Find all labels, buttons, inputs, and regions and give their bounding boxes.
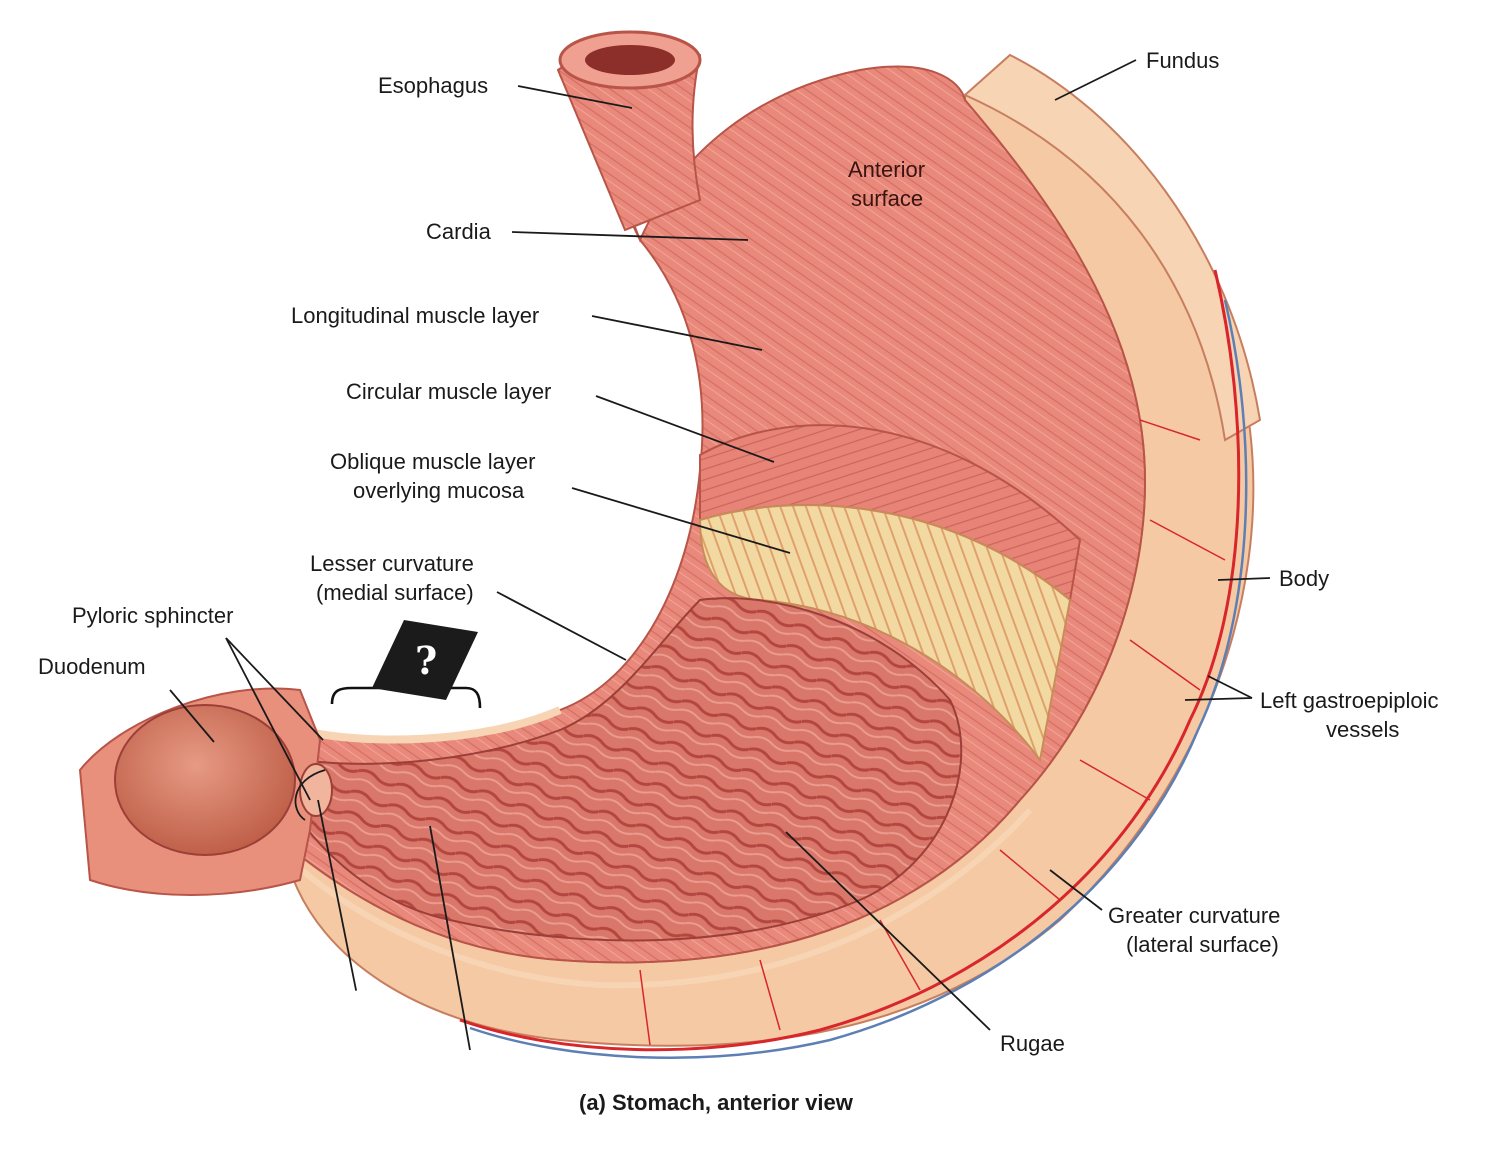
label-duodenum: Duodenum — [38, 654, 146, 679]
leader-duodenum — [169, 689, 215, 743]
vessel-blue — [469, 299, 1248, 1059]
leader-circular — [595, 395, 775, 463]
label-greater-2: (lateral surface) — [1126, 932, 1279, 957]
figure-caption: (a) Stomach, anterior view — [579, 1090, 854, 1115]
label-left-gastro-1: Left gastroepiploic — [1260, 688, 1439, 713]
label-pyloric-sphincter: Pyloric sphincter — [72, 603, 233, 628]
leader-rugae — [785, 831, 991, 1031]
stomach-wall — [277, 30, 1262, 1047]
leader-pyloric-a — [225, 637, 324, 741]
fundus-serosa-flap — [963, 53, 1262, 442]
hidden-label-marker: ? — [372, 620, 478, 700]
masked-label-pylorus — [320, 990, 410, 1060]
label-lesser-1: Lesser curvature — [310, 551, 474, 576]
label-rugae: Rugae — [1000, 1031, 1065, 1056]
oblique-muscle-window — [698, 504, 1072, 763]
label-fundus: Fundus — [1146, 48, 1219, 73]
leader-esophagus — [517, 85, 633, 109]
masked-label-areas — [320, 990, 535, 1126]
leader-oblique — [571, 487, 791, 554]
pylorus-curved-arrow — [294, 769, 326, 821]
esophagus-lumen — [585, 45, 675, 75]
mucosa-rugae — [299, 597, 963, 942]
label-esophagus: Esophagus — [378, 73, 488, 98]
leader-body — [1217, 577, 1271, 581]
label-left-gastro-2: vessels — [1326, 717, 1399, 742]
question-box — [372, 620, 478, 700]
vessel-branches — [639, 419, 1226, 1046]
label-oblique-1: Oblique muscle layer — [330, 449, 535, 474]
label-oblique-2: overlying mucosa — [353, 478, 525, 503]
leader-longitudinal — [591, 315, 763, 351]
duodenum-structure — [78, 687, 333, 896]
label-anterior-surface-2: surface — [851, 186, 923, 211]
label-body: Body — [1279, 566, 1329, 591]
label-lesser-2: (medial surface) — [316, 580, 474, 605]
leader-lesser — [496, 591, 627, 661]
leader-pyloric-canal — [429, 825, 471, 1051]
leader-greater — [1049, 869, 1103, 911]
masked-label-pyloric-canal — [435, 1058, 535, 1126]
lower-wall-edge — [288, 807, 1033, 989]
label-greater-1: Greater curvature — [1108, 903, 1280, 928]
vessel-red — [459, 269, 1241, 1052]
gastroepiploic-vessels — [459, 269, 1248, 1059]
label-circular: Circular muscle layer — [346, 379, 551, 404]
leader-lines — [169, 59, 1271, 1051]
leader-pyloric-b — [225, 637, 311, 801]
leader-cardia — [511, 231, 749, 241]
leader-gastro-b — [1184, 697, 1253, 701]
leader-pylorus — [317, 799, 358, 996]
question-mark: ? — [415, 638, 437, 683]
label-cardia: Cardia — [426, 219, 492, 244]
leader-fundus — [1054, 59, 1137, 101]
label-anterior-surface-1: Anterior — [848, 157, 925, 182]
duodenum-bulb — [114, 704, 296, 856]
labels: Esophagus Fundus Anterior surface Cardia… — [38, 48, 1439, 1115]
leader-gastro-a — [1207, 675, 1253, 699]
label-longitudinal: Longitudinal muscle layer — [291, 303, 539, 328]
pyloric-canal-edge — [299, 706, 562, 744]
